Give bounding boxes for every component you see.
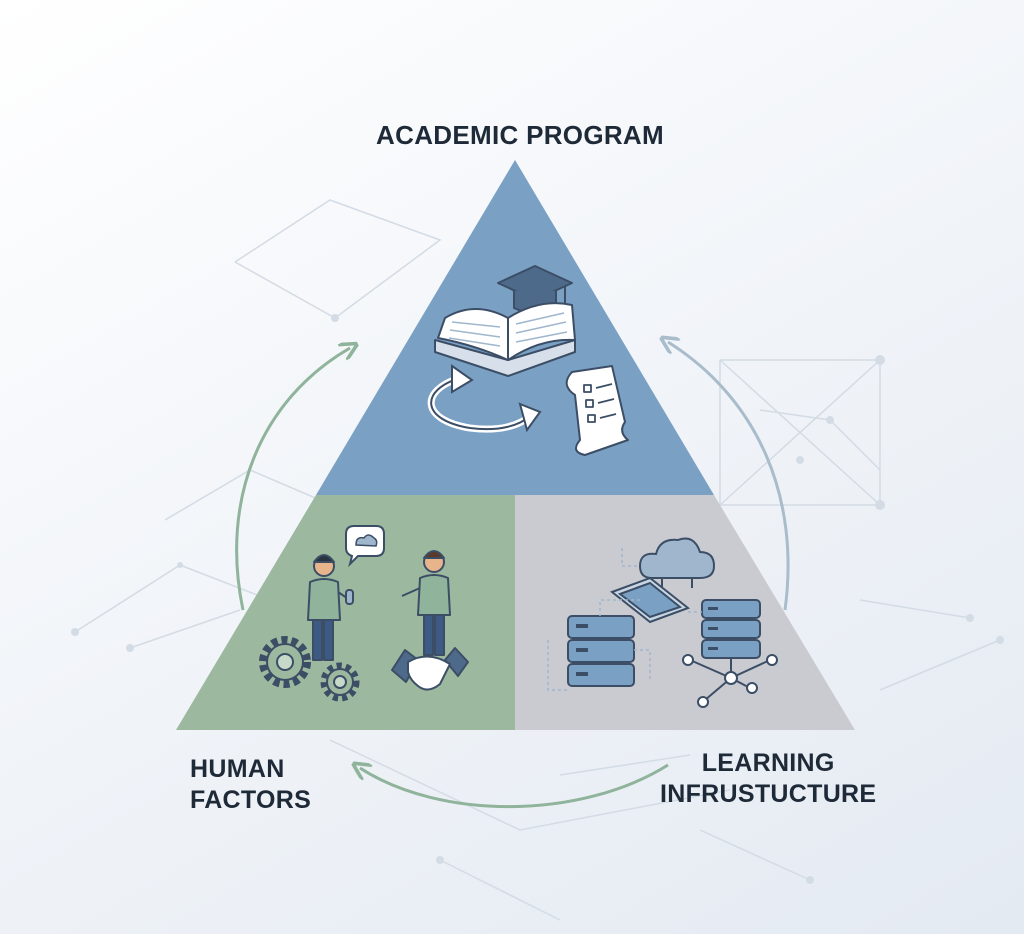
section-learning-infrastructure	[515, 495, 855, 730]
cycle-arrow-right	[668, 342, 790, 611]
cycle-arrows-icon	[427, 364, 542, 433]
server-stack-icon	[567, 615, 635, 687]
server-stack-icon	[701, 599, 761, 659]
label-human-factors: HUMAN FACTORS	[190, 755, 312, 815]
network-node-icon	[682, 654, 778, 708]
person-icon	[401, 550, 451, 656]
background-network-nodes	[71, 314, 1004, 884]
label-learning-infrastructure: LEARNING INFRUSTUCTURE	[660, 749, 877, 809]
label-academic-program: ACADEMIC PROGRAM	[376, 120, 664, 150]
cycle-arrow-bottom	[360, 765, 669, 809]
person-icon	[307, 554, 354, 661]
gears-icon	[259, 636, 360, 702]
checklist-scroll-icon	[565, 365, 629, 456]
cycle-arrow-left	[235, 348, 350, 611]
speech-bubble-icon	[345, 525, 385, 568]
handshake-icon	[391, 647, 469, 691]
open-book-icon	[434, 302, 576, 377]
tablet-icon	[609, 576, 691, 624]
connection-lines	[547, 548, 702, 691]
